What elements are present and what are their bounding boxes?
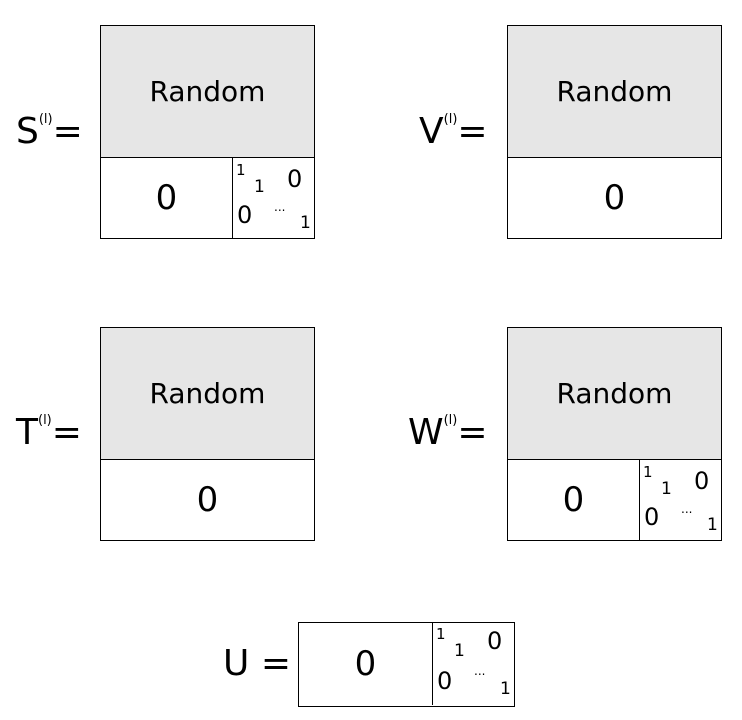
matrix-s-equals: = <box>52 111 83 152</box>
matrix-w-symbol: W <box>408 412 444 453</box>
matrix-t-label: T(l)= <box>16 412 82 459</box>
identity-lower-zero: 0 <box>644 503 660 531</box>
matrix-t-zero-block: 0 <box>196 479 219 520</box>
matrix-v-random-block: Random <box>508 26 721 158</box>
matrix-s-label: S(l)= <box>16 111 83 158</box>
identity-diag-2: 1 <box>454 641 465 661</box>
matrix-u-symbol: U <box>223 643 250 684</box>
identity-diag-last: 1 <box>500 679 511 699</box>
identity-diag-2: 1 <box>661 479 672 499</box>
matrix-w-label: W(l)= <box>408 412 488 459</box>
matrix-v-zero-block: 0 <box>603 177 626 218</box>
identity-upper-zero: 0 <box>487 627 503 655</box>
matrix-w-equals: = <box>457 412 488 453</box>
identity-lower-zero: 0 <box>437 667 453 695</box>
matrix-s-superscript: (l) <box>38 112 53 127</box>
identity-diag-last: 1 <box>300 213 311 233</box>
matrix-t-random-block: Random <box>101 328 314 460</box>
matrix-s-zero-block: 0 <box>155 177 178 218</box>
matrix-w-zero-block: 0 <box>562 479 585 520</box>
matrix-w-random-block: Random <box>508 328 721 460</box>
matrix-w-superscript: (l) <box>443 413 458 428</box>
identity-diag-last: 1 <box>707 515 718 535</box>
matrix-u-identity-block: 1 1 0 0 ... 1 <box>432 623 514 705</box>
matrix-v-superscript: (l) <box>443 112 458 127</box>
identity-diag-1: 1 <box>436 625 446 643</box>
matrix-v-equals: = <box>457 111 488 152</box>
identity-dots: ... <box>681 502 693 516</box>
matrix-s-random-block: Random <box>101 26 314 158</box>
matrix-t-superscript: (l) <box>38 413 52 428</box>
matrix-t-box: Random 0 <box>100 327 315 541</box>
matrix-u-box: 0 1 1 0 0 ... 1 <box>298 622 515 707</box>
matrix-w-identity-block: 1 1 0 0 ... 1 <box>639 459 721 540</box>
identity-diag-2: 1 <box>254 177 265 197</box>
matrix-s-symbol: S <box>16 111 39 152</box>
matrix-s-identity-block: 1 1 0 0 ... 1 <box>232 157 314 238</box>
identity-diag-1: 1 <box>236 161 246 179</box>
identity-upper-zero: 0 <box>694 467 710 495</box>
matrix-v-symbol: V <box>419 111 444 152</box>
matrix-v-label: V(l)= <box>419 111 488 158</box>
matrix-t-equals: = <box>51 412 82 453</box>
identity-diag-1: 1 <box>643 463 653 481</box>
matrix-s-box: Random 0 1 1 0 0 ... 1 <box>100 25 315 239</box>
matrix-u-zero-block: 0 <box>354 644 377 684</box>
identity-dots: ... <box>274 200 286 214</box>
matrix-u-equals: = <box>260 643 291 684</box>
matrix-u-label: U = <box>223 646 291 682</box>
matrix-w-box: Random 0 1 1 0 0 ... 1 <box>507 327 722 541</box>
matrix-t-symbol: T <box>16 412 38 453</box>
identity-lower-zero: 0 <box>237 201 253 229</box>
identity-upper-zero: 0 <box>287 165 303 193</box>
matrix-v-box: Random 0 <box>507 25 722 239</box>
identity-dots: ... <box>474 664 486 678</box>
